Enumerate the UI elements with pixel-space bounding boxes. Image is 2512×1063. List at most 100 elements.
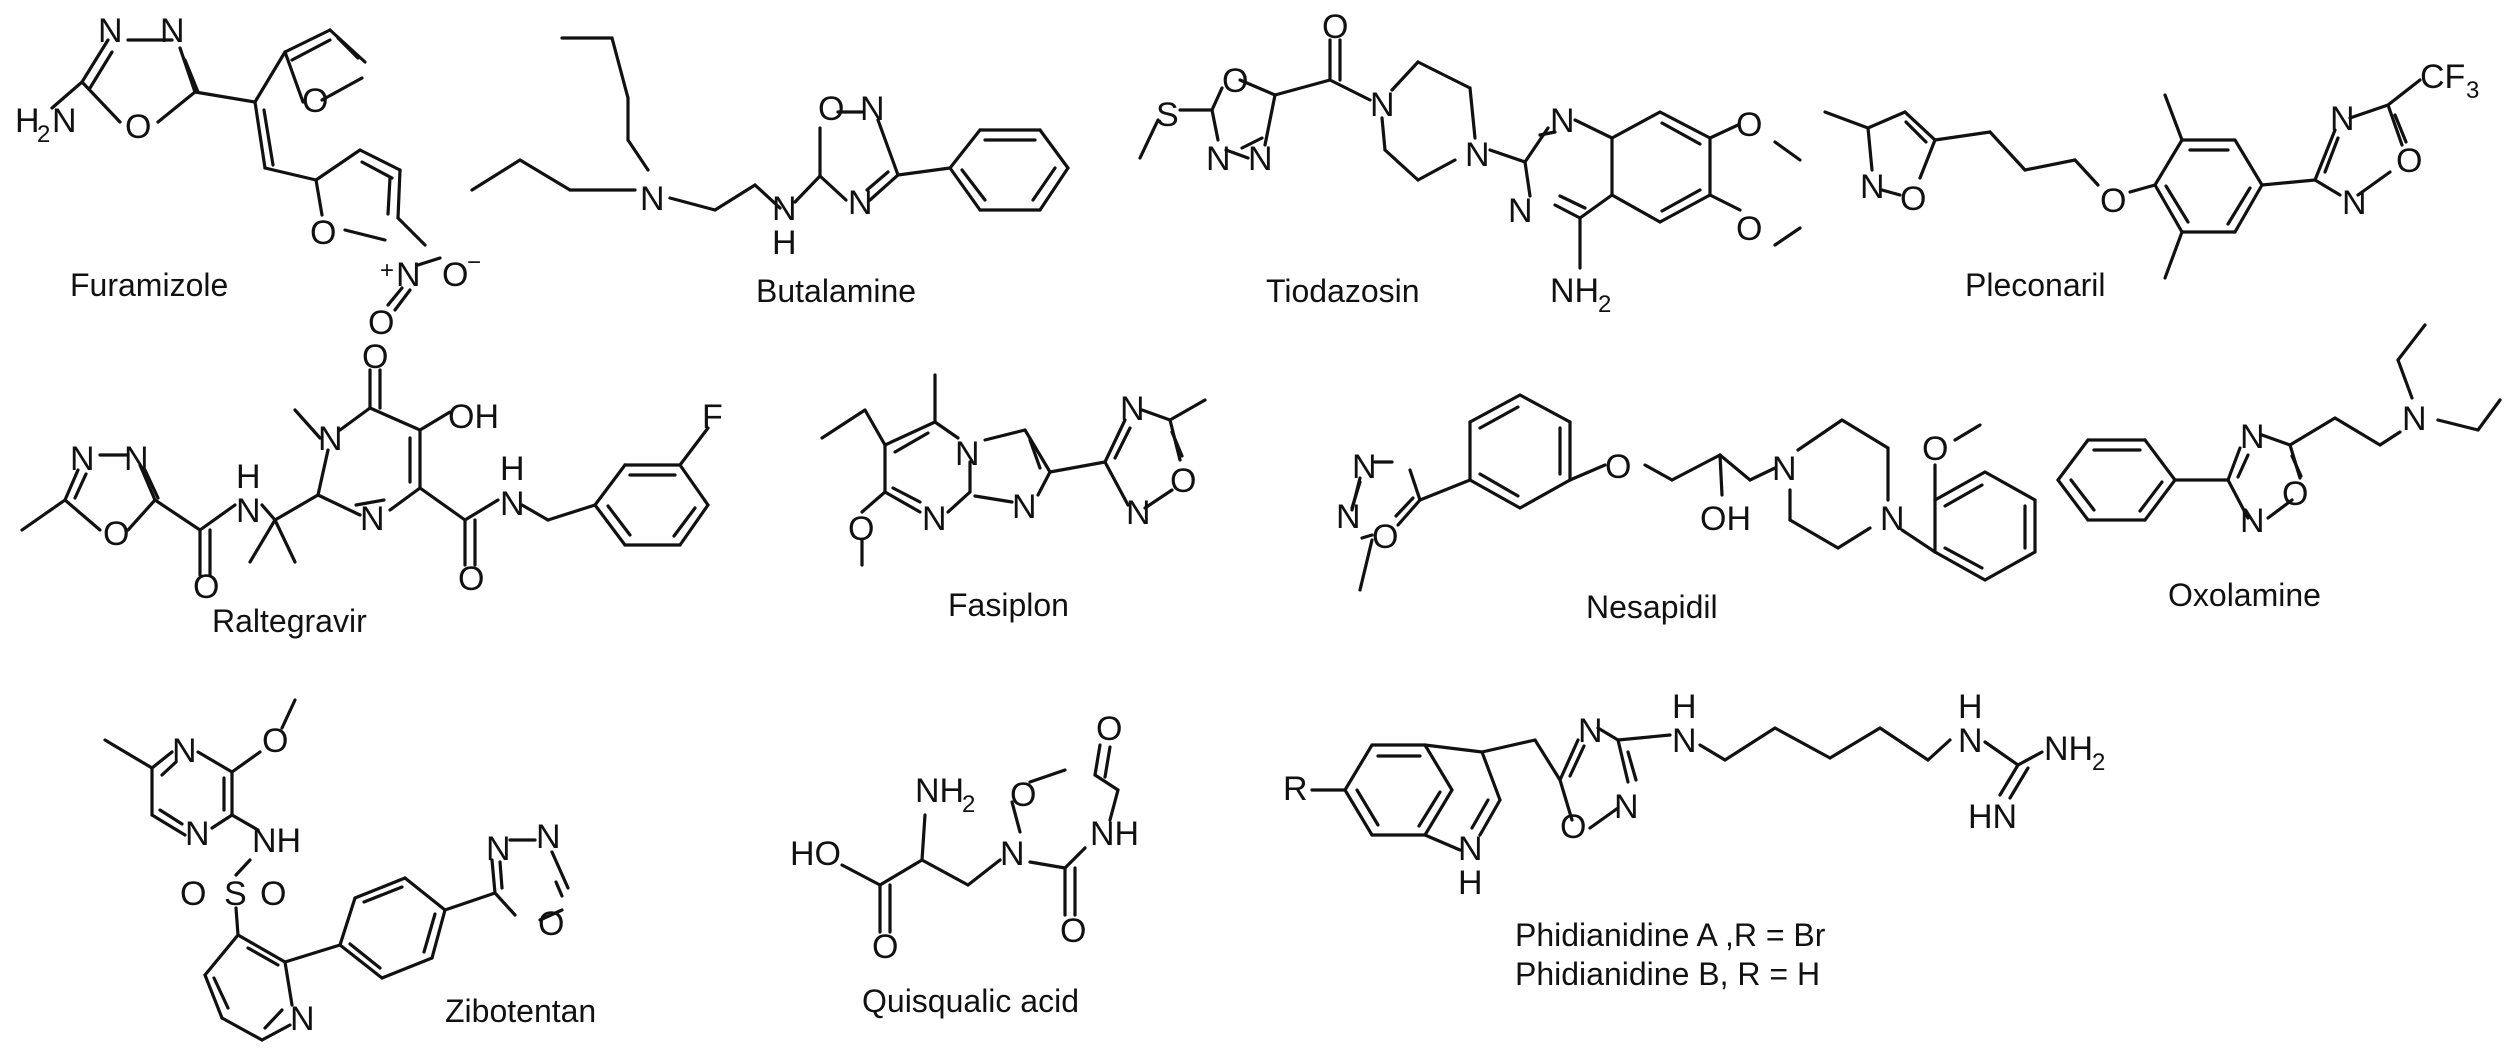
atom-n: N: [236, 492, 261, 530]
oxolamine-bonds: [2056, 323, 2502, 522]
atom-n: N: [1508, 192, 1533, 230]
atom-n: N: [2240, 418, 2265, 456]
atom-n: N: [640, 180, 665, 218]
atom-n: N: [955, 435, 980, 473]
atom-n: N: [536, 818, 561, 856]
atom-o: O: [1560, 808, 1586, 846]
compound-name: Butalamine: [756, 273, 916, 309]
structure-fasiplon: N N N O N N O Fasiplon: [820, 373, 1207, 623]
atom-subscript: 2: [2092, 749, 2105, 776]
atom-n: N: [2330, 100, 2355, 138]
atom-subscript: 3: [2466, 77, 2479, 104]
butalamine-bonds: [470, 36, 1070, 212]
atom-s: S: [224, 875, 247, 913]
atom-n: N: [1206, 140, 1231, 178]
atom-n: N: [500, 485, 525, 523]
atom-n: N: [290, 1000, 315, 1038]
compound-name: Raltegravir: [212, 603, 367, 639]
atom-n: N: [1578, 712, 1603, 750]
atom-h: H: [1672, 688, 1697, 726]
atom-o: O: [538, 905, 564, 943]
structure-phidianidine: R N H N O N H N H N NH 2 HN Phidianidine…: [1283, 688, 2105, 992]
atom-n: N: [1126, 494, 1151, 532]
zibotentan-atoms: N N O NH O S O N N N O: [172, 722, 564, 1038]
furamizole-bonds: [50, 28, 442, 312]
atom-n: N: [2240, 502, 2265, 540]
atom-n: N: [1336, 498, 1361, 536]
atom-n: N: [2402, 400, 2427, 438]
atom-n: N: [848, 184, 873, 222]
atom-n: N: [160, 12, 185, 50]
phidianidine-bonds: [1310, 726, 2044, 852]
atom-h: H: [1458, 864, 1483, 902]
atom-o: O: [362, 338, 388, 376]
atom-o: O: [872, 928, 898, 966]
atom-oh: OH: [1700, 500, 1751, 538]
atom-o: O: [193, 568, 219, 606]
atom-n: N: [772, 190, 797, 228]
zibotentan-bonds: [103, 698, 570, 1042]
atom-n: N: [1352, 448, 1377, 486]
atom-n: N: [70, 440, 95, 478]
butalamine-atoms: N O N N N H: [640, 90, 885, 262]
atom-o: O: [103, 515, 129, 553]
atom-charge: −: [467, 249, 481, 276]
atom-n: N: [396, 256, 421, 294]
structure-quisqualic-acid: NH 2 HO O N O O NH O Quisqualic acid: [790, 710, 1139, 1019]
atom-n: N: [1880, 500, 1905, 538]
compound-name: Fasiplon: [948, 587, 1069, 623]
atom-o: O: [310, 214, 336, 252]
atom-n: N: [1614, 788, 1639, 826]
atom-n: N: [486, 830, 511, 868]
atom-o: O: [442, 256, 468, 294]
quisqualic-acid-bonds: [840, 743, 1120, 934]
atom-subscript: 2: [1598, 291, 1611, 318]
atom-h: H: [1958, 688, 1983, 726]
atom-n: N: [1458, 830, 1483, 868]
atom-o: O: [1922, 430, 1948, 468]
structure-zibotentan: N N O NH O S O N N N O Zibotentan: [103, 698, 596, 1042]
fasiplon-atoms: N N N O N N O: [848, 390, 1196, 548]
atom-o: O: [1096, 710, 1122, 748]
atom-n: N: [52, 102, 77, 140]
atom-h: H: [772, 224, 797, 262]
atom-subscript: 2: [962, 791, 975, 818]
oxolamine-atoms: N N O N: [2240, 400, 2427, 540]
compound-name: Quisqualic acid: [862, 983, 1079, 1019]
atom-n: N: [2342, 184, 2367, 222]
atom-o: O: [2282, 475, 2308, 513]
atom-n: N: [172, 732, 197, 770]
atom-n: N: [1550, 102, 1575, 140]
atom-h: H: [15, 102, 40, 140]
atom-h: H: [236, 458, 261, 496]
atom-h: H: [500, 450, 525, 488]
atom-hn: HN: [1968, 798, 2017, 836]
atom-o: O: [180, 875, 206, 913]
atom-nh: NH: [252, 822, 301, 860]
atom-n: N: [922, 500, 947, 538]
tiodazosin-atoms: S O N N O N N N N O O NH 2: [1156, 8, 1762, 318]
atom-n: N: [1370, 86, 1395, 124]
atom-o: O: [1372, 518, 1398, 556]
atom-f: F: [702, 398, 723, 436]
atom-o: O: [1170, 462, 1196, 500]
atom-n: N: [1860, 168, 1885, 206]
compound-name: Nesapidil: [1586, 589, 1718, 625]
atom-n: N: [360, 500, 385, 538]
atom-s: S: [1156, 96, 1179, 134]
atom-o: O: [1060, 912, 1086, 950]
atom-n: N: [98, 12, 123, 50]
atom-n: N: [1248, 140, 1273, 178]
atom-o: O: [1605, 448, 1631, 486]
pleconaril-atoms: N O O N O N CF 3: [1860, 58, 2479, 222]
compound-name-phidianidine-a: Phidianidine A ,R = Br: [1515, 917, 1826, 953]
structure-pleconaril: N O O N O N CF 3 Pleconaril: [1823, 58, 2479, 303]
structure-butalamine: N O N N N H Butalamine: [470, 36, 1070, 309]
fasiplon-bonds: [820, 373, 1207, 567]
atom-nh: NH: [2044, 730, 2093, 768]
atom-n: N: [1012, 488, 1037, 526]
raltegravir-bonds: [20, 368, 710, 577]
atom-n: N: [1672, 722, 1697, 760]
atom-r: R: [1283, 770, 1308, 808]
